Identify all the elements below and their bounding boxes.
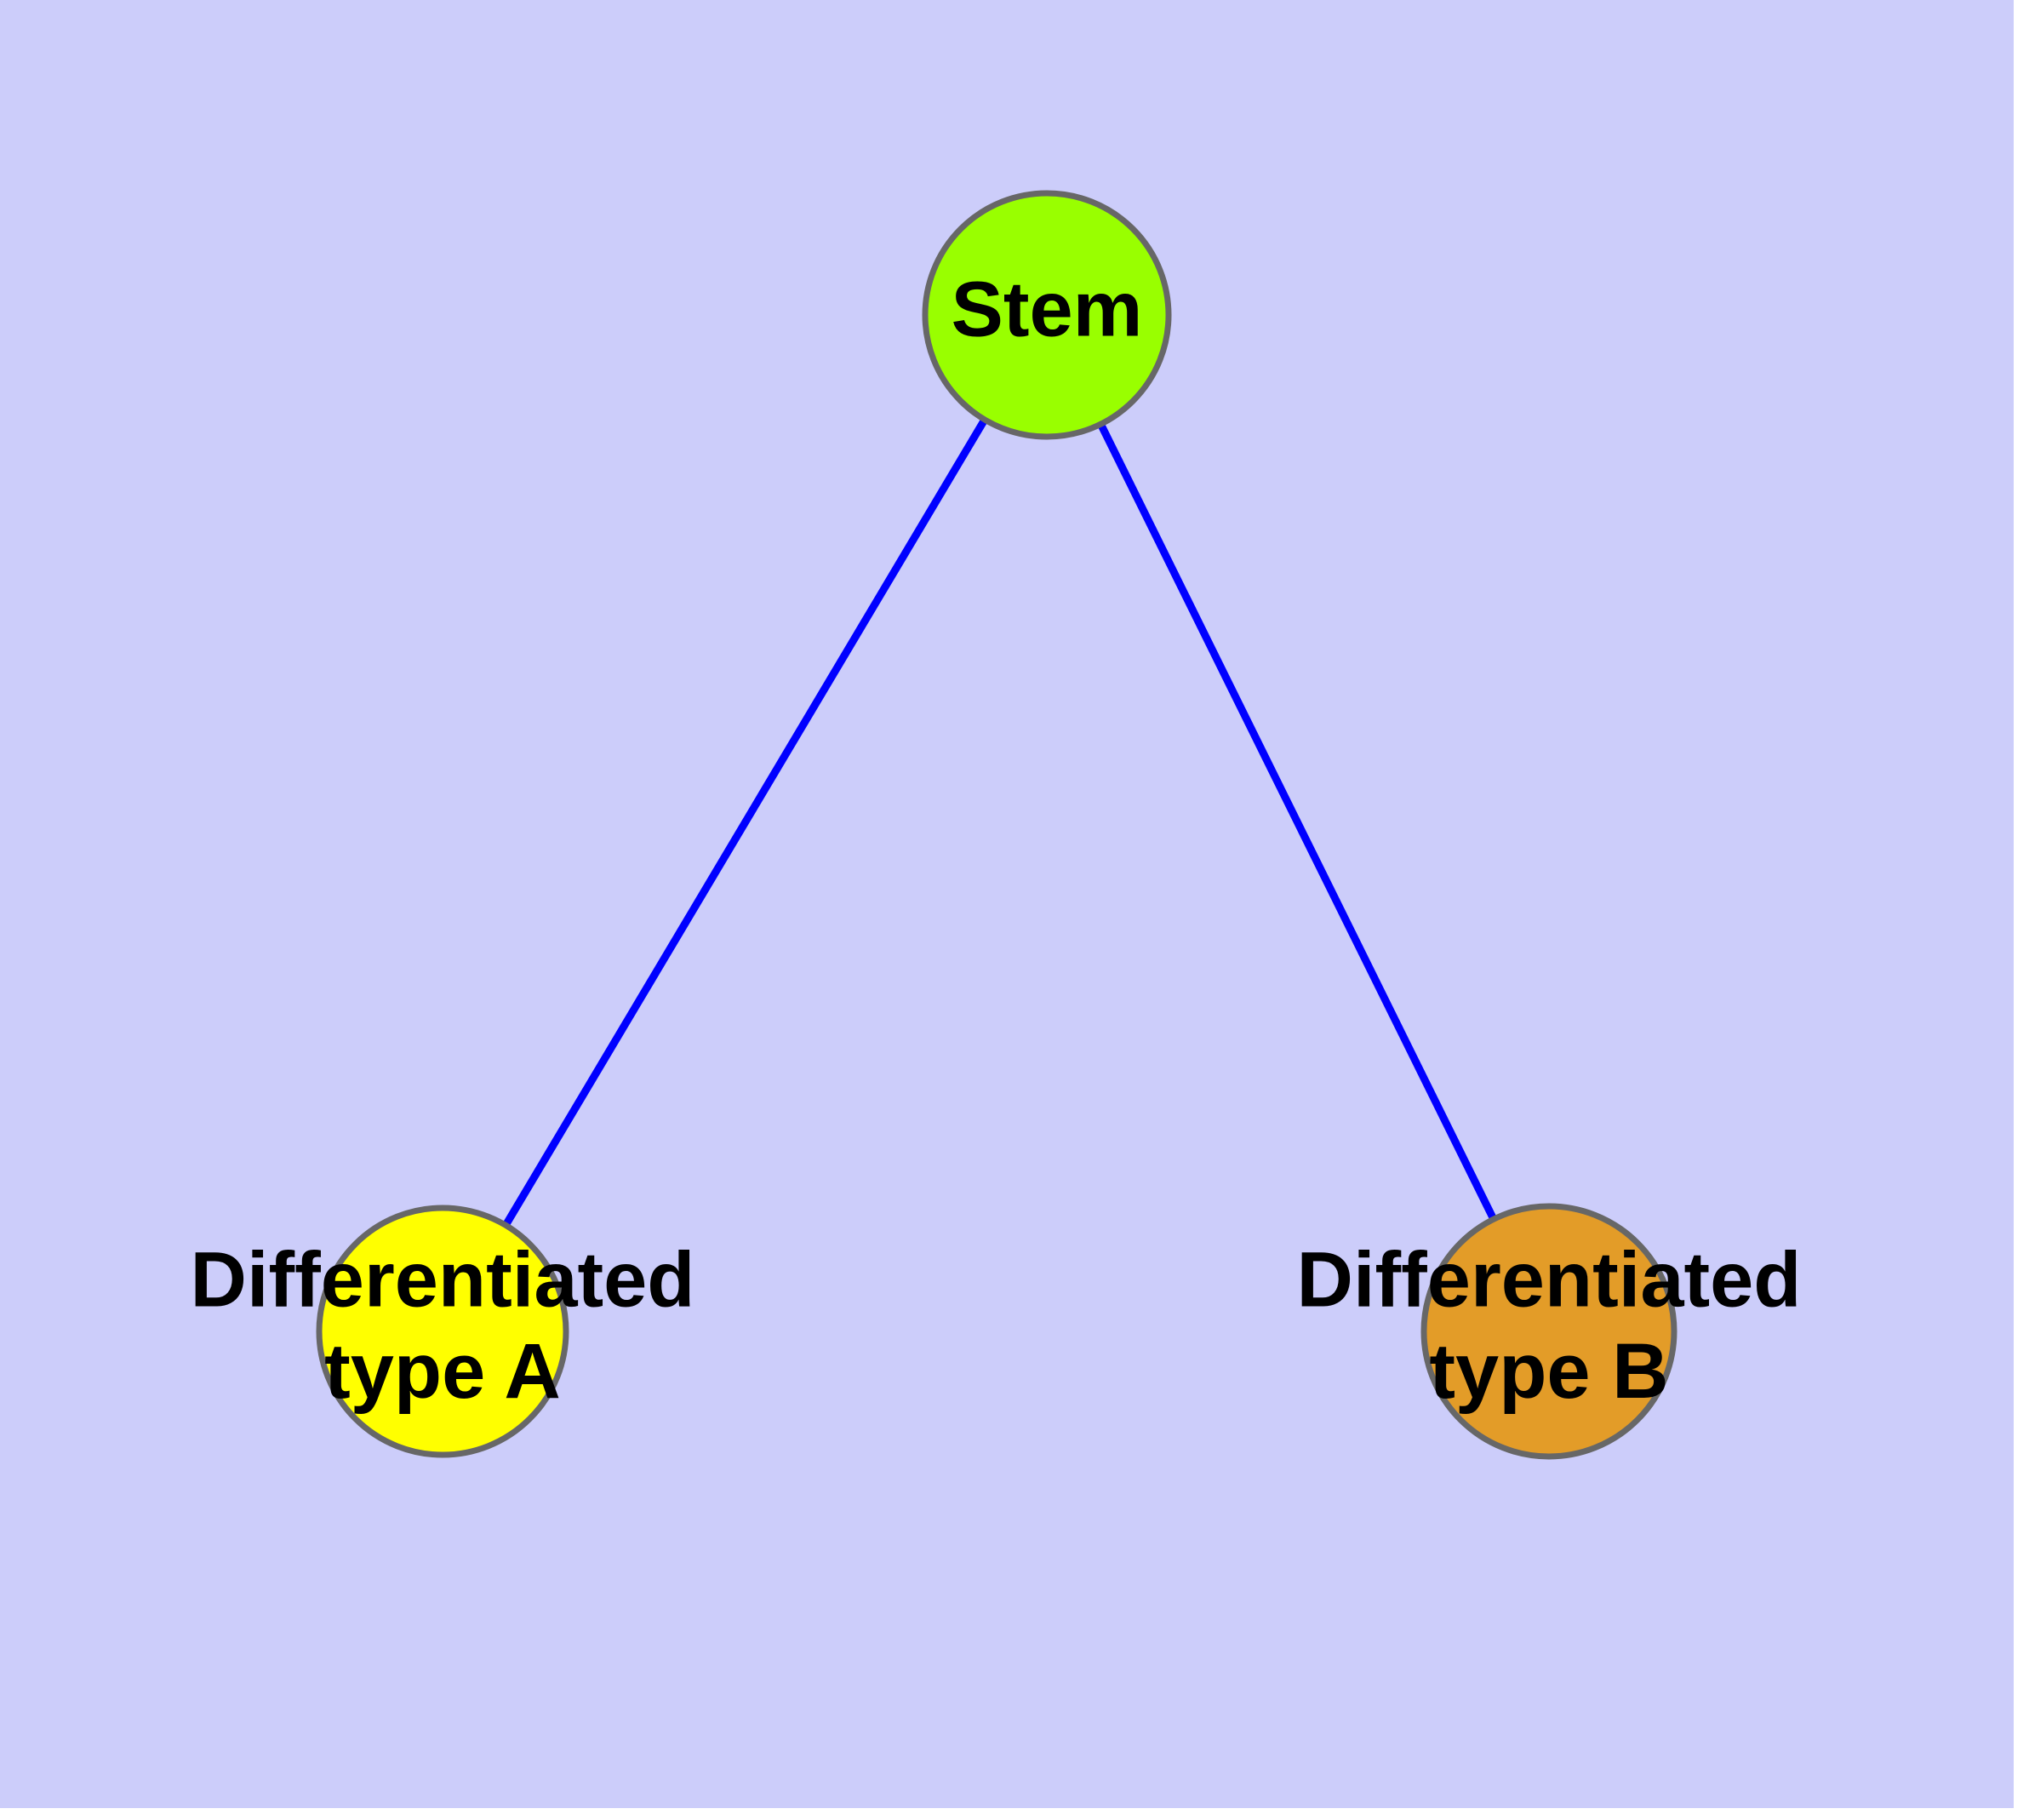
nodes-layer — [316, 190, 1677, 1460]
node-label-line: type A — [324, 1328, 561, 1415]
node-label-stem: Stem — [952, 266, 1143, 352]
graph-node-stem[interactable] — [922, 190, 1172, 440]
node-label-line: Differentiated — [1297, 1236, 1802, 1323]
edge-stem-diff-b — [1097, 423, 1497, 1221]
node-label-line: type B — [1429, 1328, 1668, 1415]
edge-stem-diff-a — [502, 418, 988, 1227]
edges-layer — [502, 418, 1497, 1227]
graph-node-diff_b[interactable] — [1420, 1203, 1677, 1460]
node-label-line: Differentiated — [191, 1236, 695, 1323]
node-label-line: Stem — [952, 266, 1143, 352]
graph-node-diff_a[interactable] — [316, 1205, 569, 1458]
